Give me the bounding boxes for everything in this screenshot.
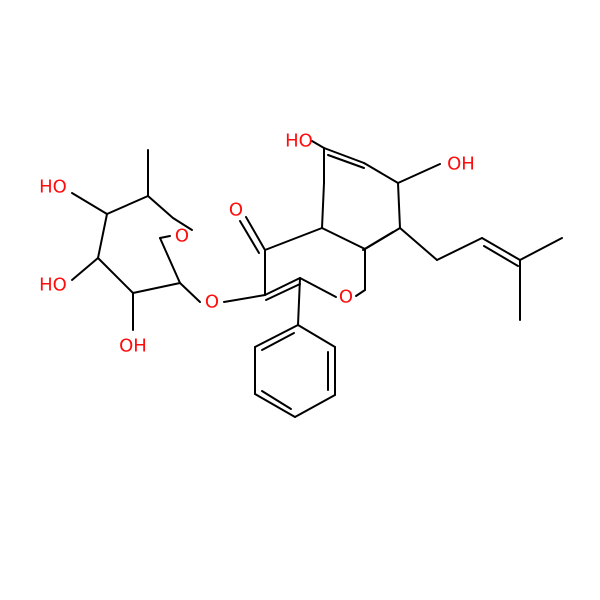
bond-c3-o-ether: [223, 294, 266, 303]
bond-sugar-oh-mid: [71, 257, 99, 281]
bond-c4-o-carbonyl-2: [239, 220, 260, 254]
bond-c5-c6-inner: [327, 154, 365, 169]
atom-labels: HO OH O O O O HO HO OH: [39, 131, 475, 357]
label-o-sugar-ring: O: [175, 226, 189, 247]
bond-c8-c8a-inner: [362, 231, 394, 251]
bond-ph-1: [297, 324, 336, 348]
label-o-ring: O: [339, 287, 353, 308]
bond-c2-c3: [264, 277, 301, 296]
bond-lines: [71, 140, 563, 418]
bond-prenyl-1: [399, 227, 438, 261]
bond-sugar-c5-cc: [147, 195, 174, 219]
bond-sugar-c1-c2: [159, 237, 181, 284]
bond-c7-oh: [397, 163, 441, 184]
bond-o1-ring: [355, 289, 366, 297]
bond-o-ether-sugar: [179, 282, 201, 303]
bond-c7-c8: [397, 182, 401, 229]
label-ho-sugar-mid: HO: [39, 275, 67, 296]
bond-sugar-oh-top: [71, 192, 108, 215]
bond-c2-phenyl: [297, 277, 301, 326]
label-ho-c5: HO: [285, 131, 313, 152]
bond-c8a-c4a: [321, 227, 366, 250]
bond-prenyl-3: [481, 237, 521, 261]
bond-ph-4: [254, 393, 296, 418]
bond-c5-oh: [311, 140, 325, 149]
bond-sugar-c2-o: [159, 235, 171, 239]
bond-c6-c7: [363, 162, 399, 184]
bond-prenyl-4: [519, 237, 563, 261]
bond-ph-inner-2: [261, 390, 292, 410]
label-ho-sugar-top: HO: [39, 177, 67, 198]
bond-c5-c6: [323, 147, 365, 164]
bond-sugar-c5-c4: [106, 195, 149, 215]
label-o-carbonyl: O: [229, 200, 243, 221]
bond-prenyl-2: [436, 237, 483, 261]
bond-c4a-c5: [321, 182, 325, 229]
label-oh-sugar-bottom: OH: [119, 336, 147, 357]
bond-c2-c3-inner: [265, 283, 301, 301]
bond-c4-o-carbonyl: [245, 216, 266, 251]
bond-ph-3: [294, 394, 336, 418]
bond-sugar-c4-c3: [97, 213, 108, 259]
bond-sugar-c2-c1: [132, 282, 181, 294]
bond-prenyl-3-inner: [483, 245, 519, 267]
label-oh-c7: OH: [447, 154, 475, 175]
bond-sugar-c3-c2: [97, 257, 134, 294]
bond-ph-6: [254, 324, 299, 348]
bond-ph-inner-3: [261, 332, 295, 351]
bond-o1-c2: [299, 277, 337, 298]
bond-sugar-o-c5: [172, 217, 193, 231]
label-o-ether: O: [205, 292, 219, 313]
bond-c4-c4a: [264, 227, 323, 251]
